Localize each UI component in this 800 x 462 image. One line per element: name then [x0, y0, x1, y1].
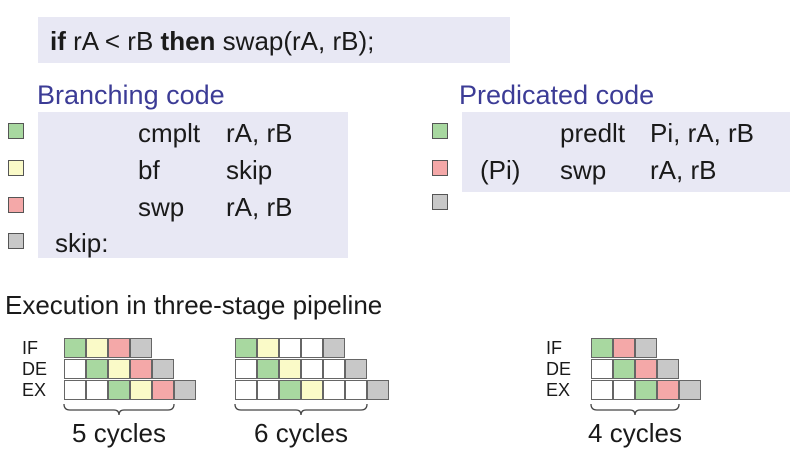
cycles-label: 6 cycles — [254, 418, 348, 448]
statement-if: if — [50, 26, 66, 56]
stage-label: IF — [22, 338, 38, 358]
branching-title: Branching code — [37, 80, 225, 110]
stage-label: IF — [546, 338, 562, 358]
pipeline-cell — [657, 359, 679, 379]
pipeline-cell — [235, 359, 257, 379]
pipeline-cell — [86, 380, 108, 400]
predicated-predicate: (Pi) — [480, 155, 521, 185]
pipeline-cell — [345, 359, 367, 379]
pipeline-cell — [301, 338, 323, 358]
pipeline-cell — [64, 359, 86, 379]
branching-color-marker — [8, 123, 24, 139]
pipeline-cell — [279, 380, 301, 400]
cycle-brace-path — [63, 403, 175, 416]
branching-label: skip: — [55, 228, 109, 258]
branching-op: swp — [138, 192, 185, 222]
pipeline-cell — [86, 338, 108, 358]
pipeline-cell — [257, 338, 279, 358]
pipeline-cell — [301, 359, 323, 379]
predicated-color-marker — [432, 194, 448, 210]
branching-color-marker — [8, 233, 24, 249]
pipeline-cell — [679, 380, 701, 400]
pipeline-cell — [613, 338, 635, 358]
branching-args: rA, rB — [226, 192, 293, 222]
pipeline-cell — [130, 359, 152, 379]
pipeline-cell — [130, 338, 152, 358]
pipeline-cell — [591, 380, 613, 400]
pipeline-cell — [657, 380, 679, 400]
pipeline-cell — [86, 359, 108, 379]
branching-color-marker — [8, 197, 24, 213]
predicated-args: rA, rB — [650, 155, 717, 185]
stage-label: DE — [22, 359, 48, 379]
predicated-color-marker — [432, 123, 448, 139]
pipeline-cell — [613, 359, 635, 379]
cycle-brace — [234, 403, 368, 416]
pipeline-cell — [64, 380, 86, 400]
predicated-op: predlt — [560, 118, 626, 148]
pipeline-cell — [108, 338, 130, 358]
pipeline-cell — [257, 380, 279, 400]
pipeline-cell — [301, 380, 323, 400]
pipeline-cell — [152, 359, 174, 379]
pipeline-cell — [235, 380, 257, 400]
cycle-brace — [63, 403, 175, 416]
pipeline-cell — [323, 338, 345, 358]
pipeline-cell — [235, 338, 257, 358]
pipeline-cell — [635, 338, 657, 358]
branching-op: bf — [138, 155, 160, 185]
pipeline-cell — [174, 380, 196, 400]
cycle-brace — [590, 403, 680, 416]
pipeline-cell — [108, 359, 130, 379]
cycles-label: 4 cycles — [588, 418, 682, 448]
stage-label: EX — [22, 380, 47, 400]
predicated-op: swp — [560, 155, 607, 185]
statement-rest: swap(rA, rB); — [215, 26, 375, 56]
pipeline-cell — [613, 380, 635, 400]
statement-text: if rA < rB then swap(rA, rB); — [50, 26, 374, 57]
predicated-title: Predicated code — [459, 80, 655, 110]
pipeline-cell — [323, 380, 345, 400]
stage-label: EX — [546, 380, 571, 400]
predicated-panel — [462, 112, 790, 192]
pipeline-cell — [130, 380, 152, 400]
pipeline-cell — [279, 359, 301, 379]
pipeline-cell — [108, 380, 130, 400]
pipeline-cell — [152, 380, 174, 400]
pipeline-title: Execution in three-stage pipeline — [5, 290, 383, 320]
cycle-brace-path — [234, 403, 368, 416]
pipeline-cell — [591, 338, 613, 358]
pipeline-cell — [257, 359, 279, 379]
pipeline-cell — [635, 380, 657, 400]
pipeline-cell — [64, 338, 86, 358]
cycle-brace-path — [590, 403, 680, 416]
pipeline-cell — [635, 359, 657, 379]
statement-then: then — [160, 26, 216, 56]
branching-op: cmplt — [138, 118, 201, 148]
branching-panel — [38, 112, 348, 258]
statement-cond: rA < rB — [65, 26, 161, 56]
predicated-color-marker — [432, 160, 448, 176]
pipeline-cell — [323, 359, 345, 379]
branching-args: rA, rB — [226, 118, 293, 148]
pipeline-cell — [279, 338, 301, 358]
statement-box — [38, 17, 510, 63]
pipeline-cell — [367, 380, 389, 400]
branching-color-marker — [8, 160, 24, 176]
predicated-args: Pi, rA, rB — [650, 118, 755, 148]
cycles-label: 5 cycles — [72, 418, 166, 448]
branching-args: skip — [226, 155, 273, 185]
pipeline-cell — [591, 359, 613, 379]
pipeline-cell — [345, 380, 367, 400]
stage-label: DE — [546, 359, 572, 379]
